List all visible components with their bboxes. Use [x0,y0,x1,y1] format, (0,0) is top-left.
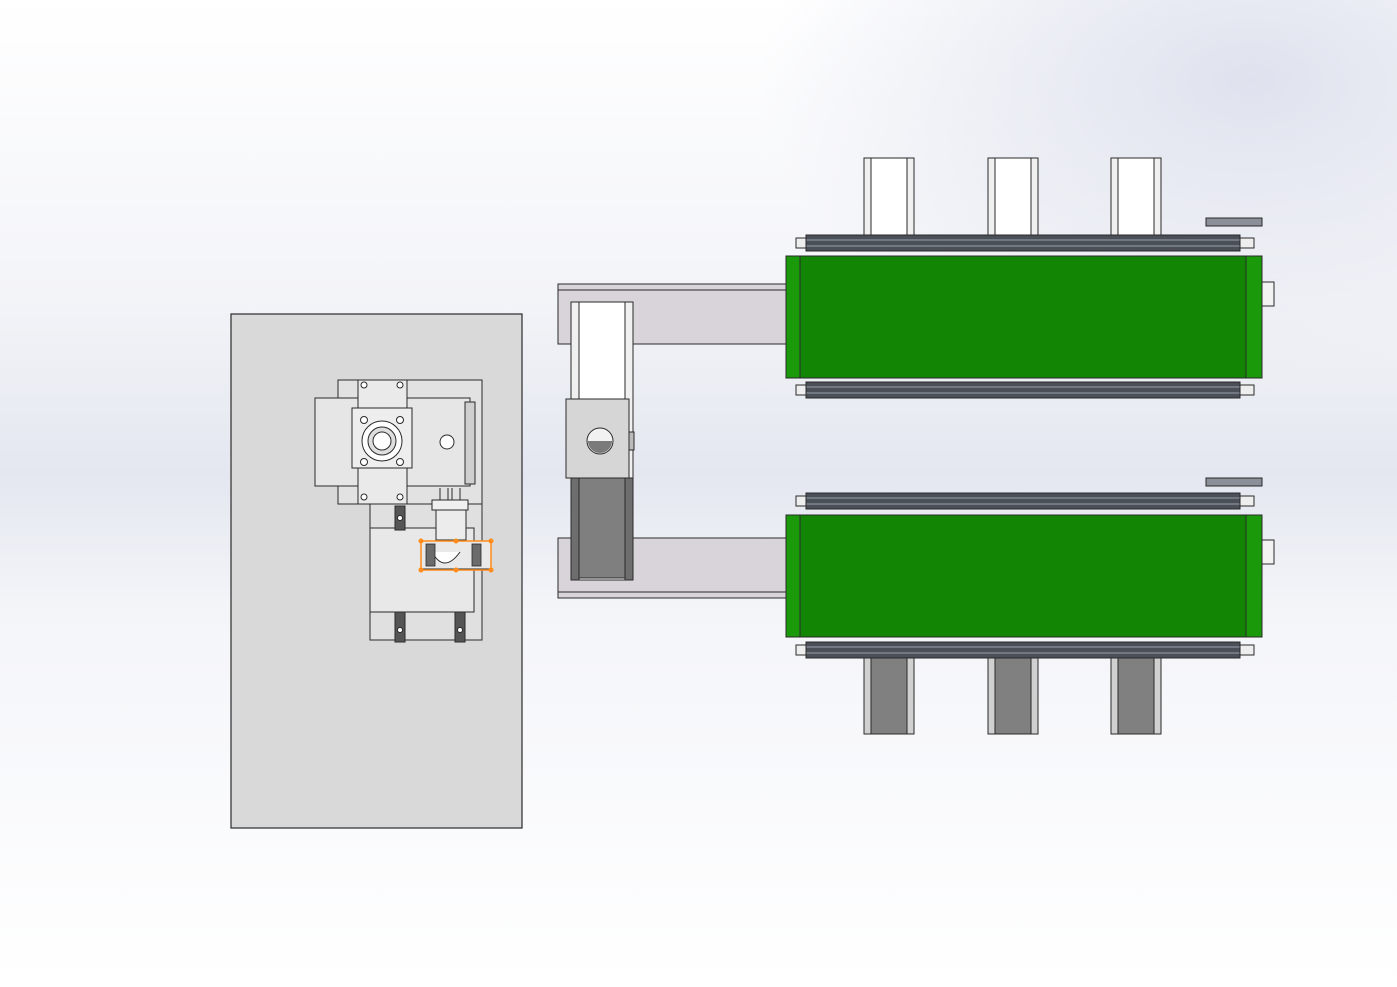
upper-conveyor[interactable] [785,157,1275,399]
lower-stand-1 [863,657,915,735]
upper-stand-2 [987,157,1039,237]
lower-conveyor[interactable] [785,477,1275,735]
gripper-selected[interactable] [418,538,494,573]
lower-stand-2 [987,657,1039,735]
upper-stand-3 [1110,157,1162,237]
upper-stand-1 [863,157,915,237]
lower-stand-3 [1110,657,1162,735]
